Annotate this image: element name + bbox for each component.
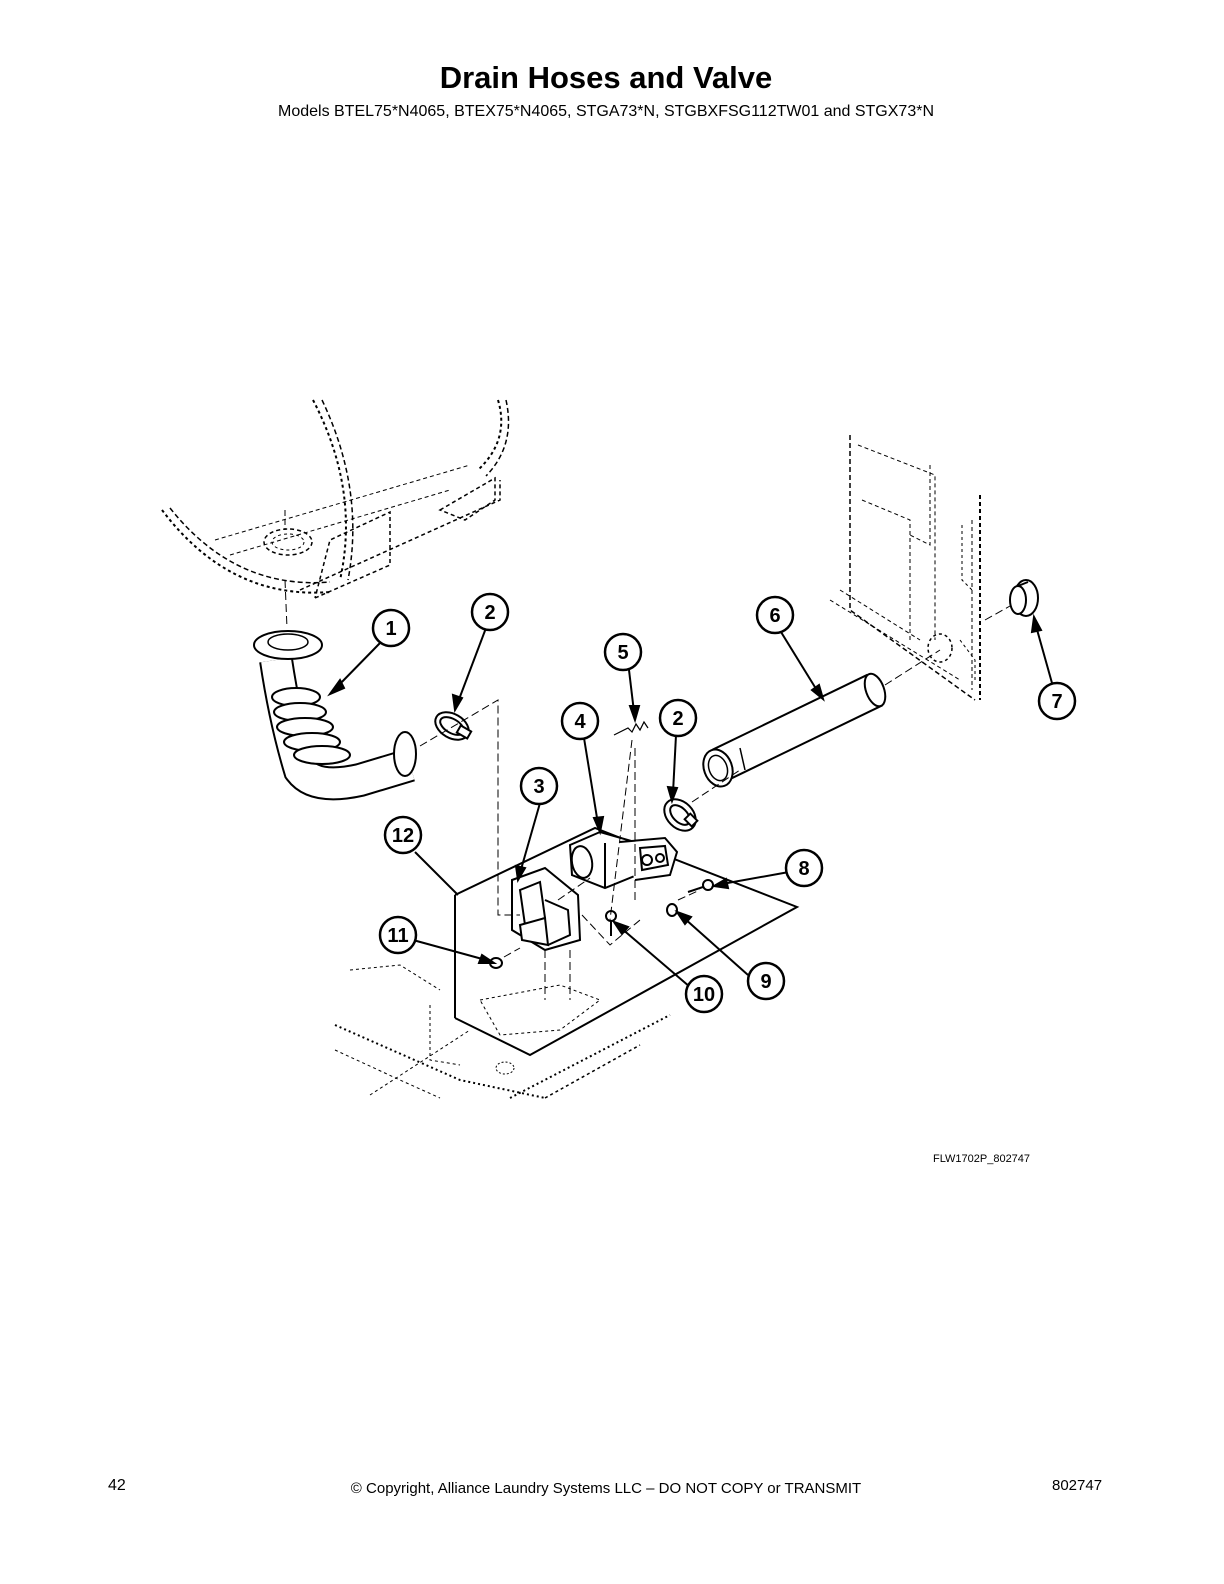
callout-7: 7 — [1037, 681, 1077, 721]
callout-2-lower: 2 — [658, 698, 698, 738]
base-outline — [334, 964, 671, 1099]
callout-7-label: 7 — [1051, 691, 1062, 713]
callout-8-label: 8 — [798, 858, 809, 880]
grommet — [1009, 579, 1039, 617]
callout-6: 6 — [755, 595, 795, 635]
document-number: 802747 — [1052, 1477, 1103, 1494]
drain-valve — [568, 830, 679, 890]
callouts: 1 2 3 4 5 2 6 7 — [371, 592, 1077, 1014]
callout-2-upper: 2 — [470, 592, 510, 632]
callout-11-label: 11 — [387, 925, 408, 947]
callout-10: 10 — [684, 974, 724, 1014]
callout-5-label: 5 — [617, 642, 628, 664]
callout-1: 1 — [371, 608, 411, 648]
tub-drain-hose — [253, 630, 417, 801]
callout-8: 8 — [784, 848, 824, 888]
mounting-plate — [454, 826, 800, 1057]
outlet-hose — [702, 672, 887, 788]
valve-bracket — [511, 866, 582, 952]
leader-arrows — [327, 613, 1053, 988]
callout-4: 4 — [560, 701, 600, 741]
figure-id: FLW1702P_802747 — [933, 1153, 1031, 1165]
copyright-notice: © Copyright, Alliance Laundry Systems LL… — [350, 1480, 862, 1497]
callout-9-label: 9 — [760, 971, 771, 993]
callout-3: 3 — [519, 766, 559, 806]
callout-4-label: 4 — [574, 711, 586, 733]
callout-2-lower-label: 2 — [672, 708, 683, 730]
hose-clamp-upper — [434, 711, 473, 741]
callout-9: 9 — [746, 961, 786, 1001]
tub-outline — [161, 399, 510, 599]
callout-6-label: 6 — [769, 605, 780, 627]
page-title: Drain Hoses and Valve — [439, 60, 773, 95]
callout-12-label: 12 — [392, 825, 414, 847]
cabinet-rear-panel — [829, 435, 981, 701]
models-subtitle: Models BTEL75*N4065, BTEX75*N4065, STGA7… — [277, 103, 934, 120]
hose-clamp-lower — [663, 798, 699, 832]
callout-1-label: 1 — [385, 618, 396, 640]
callout-2-upper-label: 2 — [484, 602, 495, 624]
callout-12: 12 — [383, 815, 423, 855]
callout-11: 11 — [378, 915, 418, 955]
callout-5: 5 — [603, 632, 643, 672]
lock-washer-9 — [666, 903, 678, 917]
assembly-lines — [284, 579, 1011, 1000]
callout-3-label: 3 — [533, 776, 544, 798]
callout-10-label: 10 — [693, 984, 715, 1006]
page-number: 42 — [108, 1477, 126, 1494]
screw-8 — [687, 879, 714, 893]
valve-spring — [613, 720, 649, 736]
